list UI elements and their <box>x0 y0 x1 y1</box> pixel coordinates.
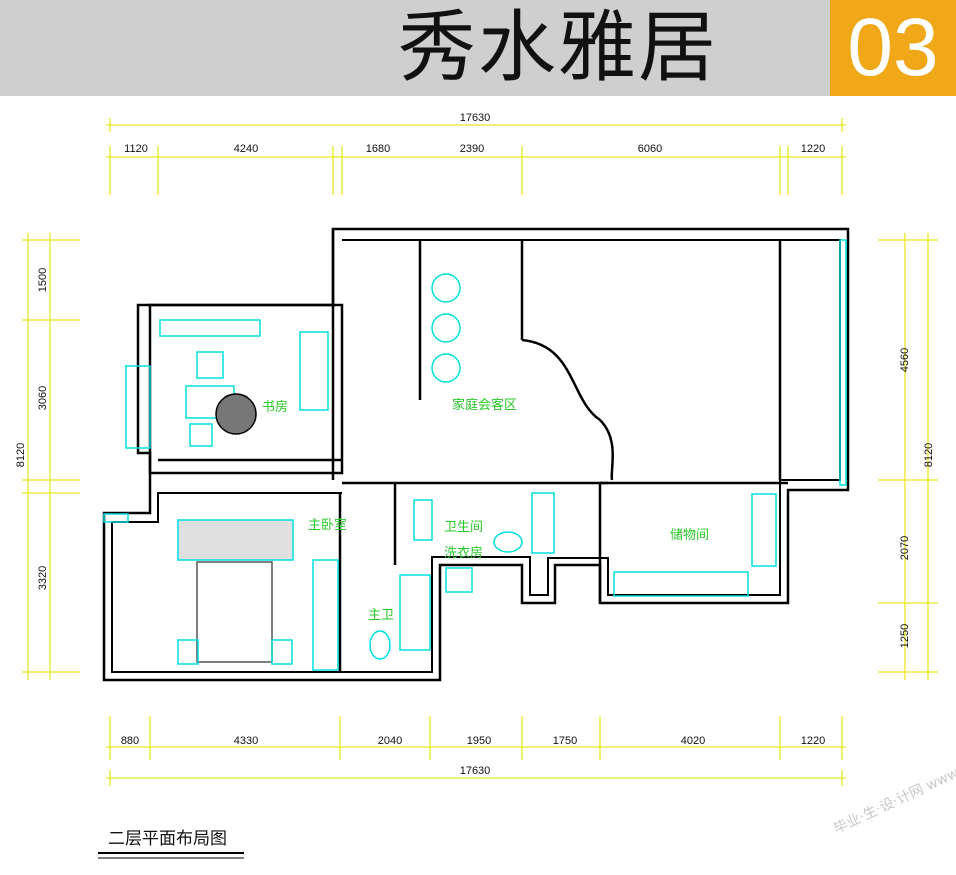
bath-toilet <box>493 531 523 553</box>
bathtub <box>399 574 431 651</box>
sink <box>413 499 433 541</box>
label-master-bath: 主卫 <box>368 608 394 623</box>
top-total: 17630 <box>460 112 491 124</box>
washer <box>445 567 473 593</box>
bed-headboard <box>177 519 294 561</box>
study-wall <box>148 303 344 475</box>
left-total: 8120 <box>15 443 27 467</box>
plan-caption: 二层平面布局图 <box>108 829 227 849</box>
walls <box>102 227 850 682</box>
label-family-lounge: 家庭会客区 <box>452 397 517 413</box>
page-number-badge: 03 <box>830 0 956 96</box>
top-seg-2: 4240 <box>234 143 258 155</box>
top-seg-6: 1220 <box>801 143 825 155</box>
label-bathroom: 卫生间 <box>444 520 483 535</box>
corridor-cabinet <box>531 492 555 554</box>
left-seg-2: 3060 <box>37 386 49 410</box>
right-seg-3: 1250 <box>899 624 911 648</box>
bottom-seg-4: 1950 <box>467 735 491 747</box>
storage-cabinet <box>751 493 777 567</box>
left-seg-3: 3320 <box>37 566 49 590</box>
bottom-dimensions: 880 4330 2040 1950 1750 4020 1220 17630 <box>121 735 825 777</box>
bottom-seg-3: 2040 <box>378 735 402 747</box>
right-seg-2: 2070 <box>899 536 911 560</box>
top-seg-1: 1120 <box>124 143 148 155</box>
left-dimensions: 8120 1500 3060 3320 <box>15 268 49 590</box>
label-storage: 储物间 <box>670 528 709 543</box>
nightstand-left <box>177 639 199 665</box>
bottom-seg-5: 1750 <box>553 735 577 747</box>
right-dimensions: 4560 2070 1250 8120 <box>899 348 935 648</box>
bottom-total: 17630 <box>460 765 491 777</box>
dimension-lines <box>22 118 938 786</box>
wardrobe <box>312 559 339 671</box>
top-dimensions: 17630 1120 4240 1680 2390 6060 1220 <box>124 112 825 155</box>
study-bookshelf <box>159 319 261 337</box>
bed <box>196 561 273 663</box>
bottom-seg-2: 4330 <box>234 735 258 747</box>
nightstand-right <box>271 639 293 665</box>
right-total: 8120 <box>923 443 935 467</box>
lounge-curve <box>521 338 615 481</box>
label-laundry: 洗衣房 <box>444 545 483 561</box>
header-bar <box>0 0 956 96</box>
furniture <box>103 239 847 671</box>
bedroom-window <box>103 513 129 523</box>
room-labels: 书房 家庭会客区 主卧室 卫生间 洗衣房 储物间 主卫 <box>262 397 709 623</box>
study-sofa <box>299 331 329 411</box>
study-rug <box>215 393 257 435</box>
lounge-chair-1 <box>431 273 461 303</box>
study-window <box>125 365 151 449</box>
project-title: 秀水雅居 <box>398 3 719 93</box>
study-chair-2 <box>189 423 213 447</box>
lounge-chair-2 <box>431 313 461 343</box>
label-study: 书房 <box>262 399 288 415</box>
bottom-seg-7: 1220 <box>801 735 825 747</box>
label-master-bedroom: 主卧室 <box>308 517 347 533</box>
top-seg-3: 1680 <box>366 143 390 155</box>
bottom-seg-1: 880 <box>121 735 139 747</box>
master-toilet <box>369 630 391 660</box>
outer-wall <box>102 227 850 682</box>
balcony-glass <box>839 239 847 486</box>
left-seg-1: 1500 <box>37 268 49 292</box>
top-seg-4: 2390 <box>460 143 484 155</box>
right-seg-1: 4560 <box>899 348 911 372</box>
lounge-chair-3 <box>431 353 461 383</box>
storage-shelves <box>613 571 749 597</box>
top-seg-5: 6060 <box>638 143 662 155</box>
bottom-seg-6: 4020 <box>681 735 705 747</box>
study-chair <box>196 351 224 379</box>
